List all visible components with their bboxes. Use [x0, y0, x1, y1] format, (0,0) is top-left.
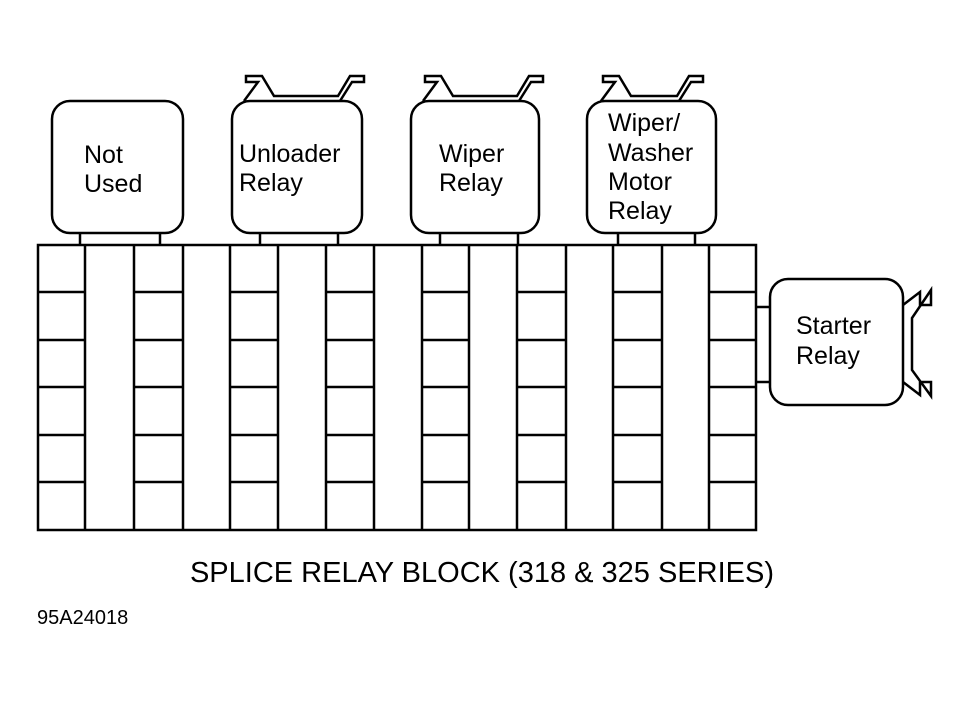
relay-label-line: Unloader	[239, 140, 340, 168]
relay-box	[768, 277, 905, 407]
relay-label-line: Relay	[608, 197, 672, 225]
relay-box	[230, 99, 364, 235]
relay-label-line: Relay	[796, 342, 860, 370]
relay-label-line: Wiper/	[608, 109, 680, 137]
relay-label-line: Not	[84, 141, 123, 169]
relay-label: Wiper Relay	[439, 140, 511, 197]
relay-starter: Starter Relay	[756, 277, 933, 407]
relay-box	[409, 99, 541, 235]
relay-label: Wiper/ Washer Motor Relay	[608, 109, 700, 225]
figure-code: 95A24018	[37, 607, 128, 629]
relay-label-line: Used	[84, 170, 142, 198]
relay-terminals	[421, 74, 545, 102]
relay-terminals	[242, 74, 366, 102]
relay-box	[50, 99, 185, 235]
diagram-title: SPLICE RELAY BLOCK (318 & 325 SERIES)	[190, 557, 774, 589]
relay-label-line: Starter	[796, 312, 871, 340]
relay-label: Starter Relay	[796, 312, 878, 370]
relay-box	[585, 99, 718, 235]
relay-not-used: Not Used	[50, 99, 185, 245]
relay-label: Not Used	[84, 141, 142, 198]
relay-terminals	[902, 285, 933, 400]
relay-label: Unloader Relay	[239, 140, 347, 197]
relay-label-line: Wiper	[439, 140, 504, 168]
relay-unloader: Unloader Relay	[230, 74, 366, 245]
relay-wiper: Wiper Relay	[409, 74, 545, 245]
relay-wiper-washer-motor: Wiper/ Washer Motor Relay	[585, 74, 718, 245]
relay-label-line: Motor	[608, 168, 672, 196]
relay-label-line: Relay	[439, 169, 503, 197]
relay-terminals	[599, 74, 705, 102]
relay-label-line: Washer	[608, 139, 693, 167]
relay-block-grid	[36, 243, 758, 532]
relay-label-line: Relay	[239, 169, 303, 197]
